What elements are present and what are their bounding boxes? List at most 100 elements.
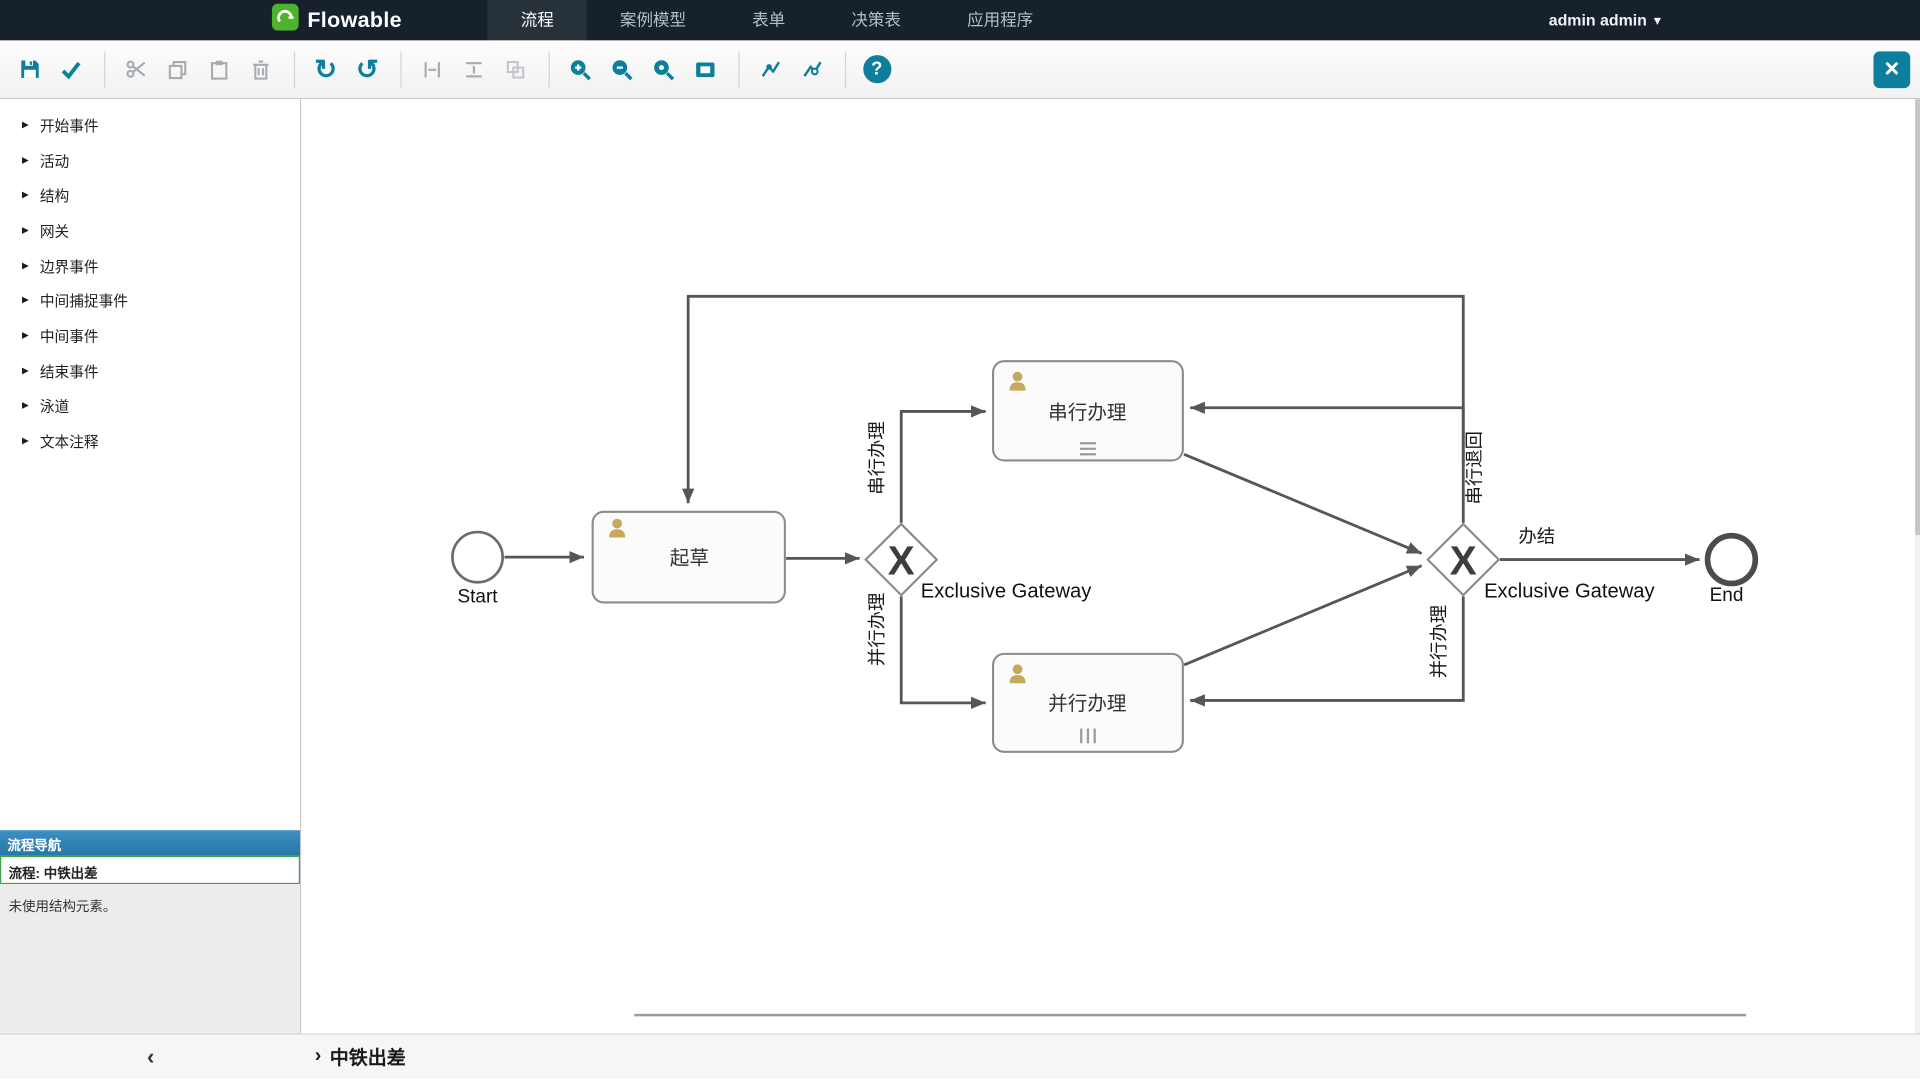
toolbar-separator	[400, 50, 402, 88]
toolbar-separator	[104, 50, 106, 88]
zoom-fit-button[interactable]	[686, 50, 725, 89]
exclusive-gateway-right[interactable]: X Exclusive Gateway	[1426, 522, 1656, 603]
chevron-right-icon: ▸	[22, 328, 29, 343]
undo-button[interactable]: ↺	[348, 50, 387, 89]
flowable-logo[interactable]: Flowable	[271, 3, 402, 37]
palette-item-intermediate-catching-events[interactable]: ▸ 中间捕捉事件	[22, 292, 129, 311]
help-button[interactable]: ?	[857, 50, 896, 89]
palette-item-gateways[interactable]: ▸ 网关	[22, 222, 70, 240]
chevron-down-icon: ▾	[1654, 14, 1661, 29]
draft-task-node[interactable]: 起草	[591, 510, 786, 604]
palette-item-structure[interactable]: ▸ 结构	[22, 187, 70, 205]
cut-button	[116, 50, 155, 89]
flow-serial-to-gateway2[interactable]	[1183, 452, 1423, 555]
flow-label-serial: 串行办理	[866, 421, 887, 494]
question-circle-icon: ?	[862, 55, 891, 84]
exclusive-gateway-right-label: Exclusive Gateway	[1484, 581, 1655, 603]
canvas-vertical-scrollbar[interactable]	[1915, 99, 1920, 1034]
same-size-icon	[504, 58, 526, 80]
footer-bar: ‹ › 中铁出差	[0, 1033, 1920, 1079]
flow-label-serial-return: 串行退回	[1463, 431, 1484, 504]
connector-add-icon	[759, 58, 782, 81]
magnifier-icon	[651, 57, 675, 81]
chevron-right-icon: ▸	[22, 117, 29, 133]
toolbar-separator	[738, 50, 740, 88]
start-event-node[interactable]: Start	[451, 530, 505, 607]
process-navigator: 流程导航 流程: 中铁出差 未使用结构元素。	[0, 830, 301, 1034]
main-area: ▸ 开始事件 ▸ 活动 ▸ 结构 ▸ 网关 ▸ 边界事件	[0, 99, 1920, 1034]
floppy-icon	[18, 58, 41, 81]
parallel-mi-marker-icon	[1080, 728, 1096, 744]
bpmn-diagram: 串行办理 并行办理 串行退回 并行办理 办结 Start 起草	[451, 294, 1759, 753]
same-size-button	[496, 50, 535, 89]
flow-gateway2-back-to-parallel[interactable]	[1190, 596, 1465, 707]
diagram-canvas[interactable]: 串行办理 并行办理 串行退回 并行办理 办结 Start 起草	[301, 99, 1920, 1034]
canvas-boundary-line	[634, 1013, 1747, 1017]
remove-bendpoint-button[interactable]	[792, 50, 831, 89]
align-horizontal-icon	[463, 58, 485, 80]
nav-tab-forms[interactable]: 表单	[752, 11, 786, 30]
user-task-icon	[1009, 371, 1026, 391]
close-editor-button[interactable]: ×	[1873, 51, 1911, 89]
process-name: 中铁出差	[329, 1048, 406, 1069]
end-event-node[interactable]: End	[1704, 532, 1759, 607]
nav-tab-decision-tables[interactable]: 决策表	[851, 11, 901, 30]
user-menu[interactable]: admin admin ▾	[1549, 11, 1661, 29]
nav-tab-case-models[interactable]: 案例模型	[619, 11, 687, 30]
flowable-logo-icon	[271, 3, 299, 37]
chevron-right-icon: ▸	[22, 398, 29, 414]
palette-item-activities[interactable]: ▸ 活动	[22, 152, 70, 170]
top-navbar: Flowable 流程 案例模型 表单 决策表 应用程序 admin admin…	[0, 0, 1920, 41]
add-bendpoint-button[interactable]	[751, 50, 790, 89]
redo-button[interactable]: ↻	[306, 50, 345, 89]
palette-item-text-annotation[interactable]: ▸ 文本注释	[22, 433, 99, 451]
brand-name: Flowable	[307, 7, 402, 32]
align-horizontal-button	[454, 50, 493, 89]
validate-button[interactable]	[51, 50, 90, 89]
flow-gateway-to-parallel[interactable]	[899, 596, 986, 709]
breadcrumb[interactable]: › 中铁出差	[301, 1043, 406, 1070]
gateway-x-marker: X	[1450, 537, 1477, 583]
toolbar-separator	[293, 50, 296, 88]
main-navigation: 流程 案例模型 表单 决策表 应用程序	[487, 0, 1067, 41]
toolbar-separator	[844, 50, 847, 88]
zoom-in-button[interactable]	[561, 50, 600, 89]
zoom-actual-button[interactable]	[644, 50, 683, 89]
draft-task-label: 起草	[670, 547, 709, 569]
parallel-task-node[interactable]: 并行办理	[992, 652, 1184, 753]
palette-item-intermediate-events[interactable]: ▸ 中间事件	[22, 328, 99, 346]
chevron-right-icon: ▸	[22, 152, 29, 168]
nav-tab-processes[interactable]: 流程	[487, 0, 587, 41]
delete-button	[241, 50, 280, 89]
copy-icon	[167, 58, 189, 80]
collapse-sidebar-button[interactable]: ‹	[146, 1044, 155, 1069]
palette-item-start-events[interactable]: ▸ 开始事件	[22, 117, 99, 135]
navigator-process-item[interactable]: 流程: 中铁出差	[0, 855, 301, 885]
zoom-out-button[interactable]	[602, 50, 641, 89]
trash-icon	[250, 58, 272, 80]
flow-parallel-to-gateway2[interactable]	[1183, 564, 1423, 667]
magnifier-plus-icon	[568, 57, 592, 81]
exclusive-gateway-left[interactable]: X Exclusive Gateway	[864, 522, 1093, 603]
shape-palette: ▸ 开始事件 ▸ 活动 ▸ 结构 ▸ 网关 ▸ 边界事件	[0, 99, 300, 459]
palette-item-end-events[interactable]: ▸ 结束事件	[22, 363, 99, 381]
scrollbar-thumb[interactable]	[1915, 99, 1920, 536]
save-button[interactable]	[10, 50, 49, 89]
flow-gateway-to-serial[interactable]	[899, 405, 986, 523]
chevron-right-icon: ▸	[22, 292, 29, 308]
close-icon: ×	[1884, 55, 1900, 84]
nav-tab-apps[interactable]: 应用程序	[967, 11, 1034, 30]
serial-task-node[interactable]: 串行办理	[992, 360, 1184, 462]
chevron-right-icon: ▸	[22, 363, 29, 378]
palette-item-boundary-events[interactable]: ▸ 边界事件	[22, 257, 99, 276]
exclusive-gateway-left-label: Exclusive Gateway	[921, 581, 1092, 603]
navigator-title: 流程导航	[0, 830, 301, 856]
chevron-right-icon: ▸	[22, 222, 29, 238]
flow-gateway2-back-to-serial[interactable]	[1190, 401, 1465, 467]
sidebar-footer: ‹	[0, 1046, 301, 1068]
palette-item-swimlanes[interactable]: ▸ 泳道	[22, 398, 70, 416]
chevron-right-icon: ▸	[22, 257, 29, 273]
serial-task-label: 串行办理	[1048, 402, 1126, 424]
connector-remove-icon	[800, 58, 823, 81]
check-icon	[60, 58, 82, 80]
